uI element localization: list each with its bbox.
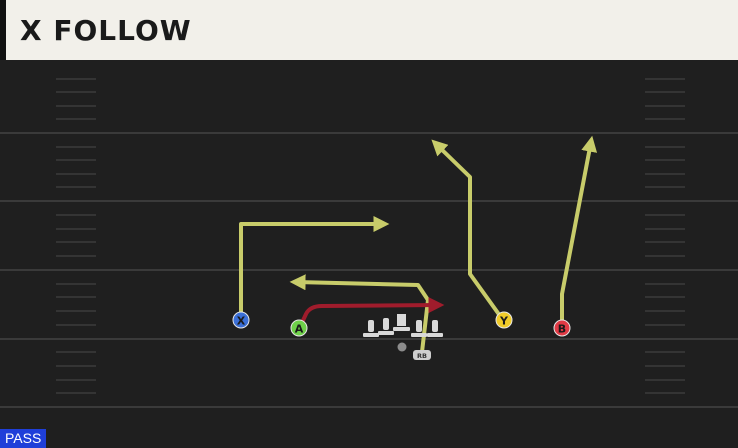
player-rb[interactable]: RB — [413, 350, 431, 360]
player-a[interactable]: A — [290, 319, 308, 337]
player-b-label: B — [558, 323, 566, 336]
center-icon — [393, 314, 410, 331]
player-x[interactable]: X — [232, 311, 250, 329]
lineman-icon — [378, 318, 394, 335]
lineman-icon — [411, 320, 427, 337]
quarterback-marker — [397, 342, 407, 352]
player-x-label: X — [237, 315, 246, 328]
play-title: X FOLLOW — [20, 14, 192, 47]
play-title-banner: X FOLLOW — [0, 0, 738, 60]
right-hash-marks — [645, 78, 685, 394]
y-route[interactable] — [431, 139, 505, 322]
player-y[interactable]: Y — [495, 311, 513, 329]
player-rb-marker[interactable] — [413, 350, 431, 360]
yard-lines — [0, 132, 738, 408]
play-diagram: X A Y B RB — [0, 60, 738, 448]
rb-route[interactable] — [289, 274, 430, 354]
player-x-marker[interactable] — [232, 311, 250, 329]
a-route[interactable] — [298, 297, 445, 329]
offensive-line — [363, 314, 443, 337]
player-y-marker[interactable] — [495, 311, 513, 329]
lineman-icon — [427, 320, 443, 337]
x-route[interactable] — [239, 216, 390, 322]
player-y-label: Y — [499, 315, 509, 328]
player-b-marker[interactable] — [553, 319, 571, 337]
player-a-marker[interactable] — [290, 319, 308, 337]
left-hash-marks — [56, 78, 96, 394]
b-route[interactable] — [560, 135, 598, 329]
play-type-tag: PASS — [0, 429, 47, 448]
field-surface — [0, 60, 738, 448]
player-rb-label: RB — [417, 352, 427, 360]
lineman-icon — [363, 320, 379, 337]
player-b[interactable]: B — [553, 319, 571, 337]
player-a-label: A — [295, 323, 304, 336]
